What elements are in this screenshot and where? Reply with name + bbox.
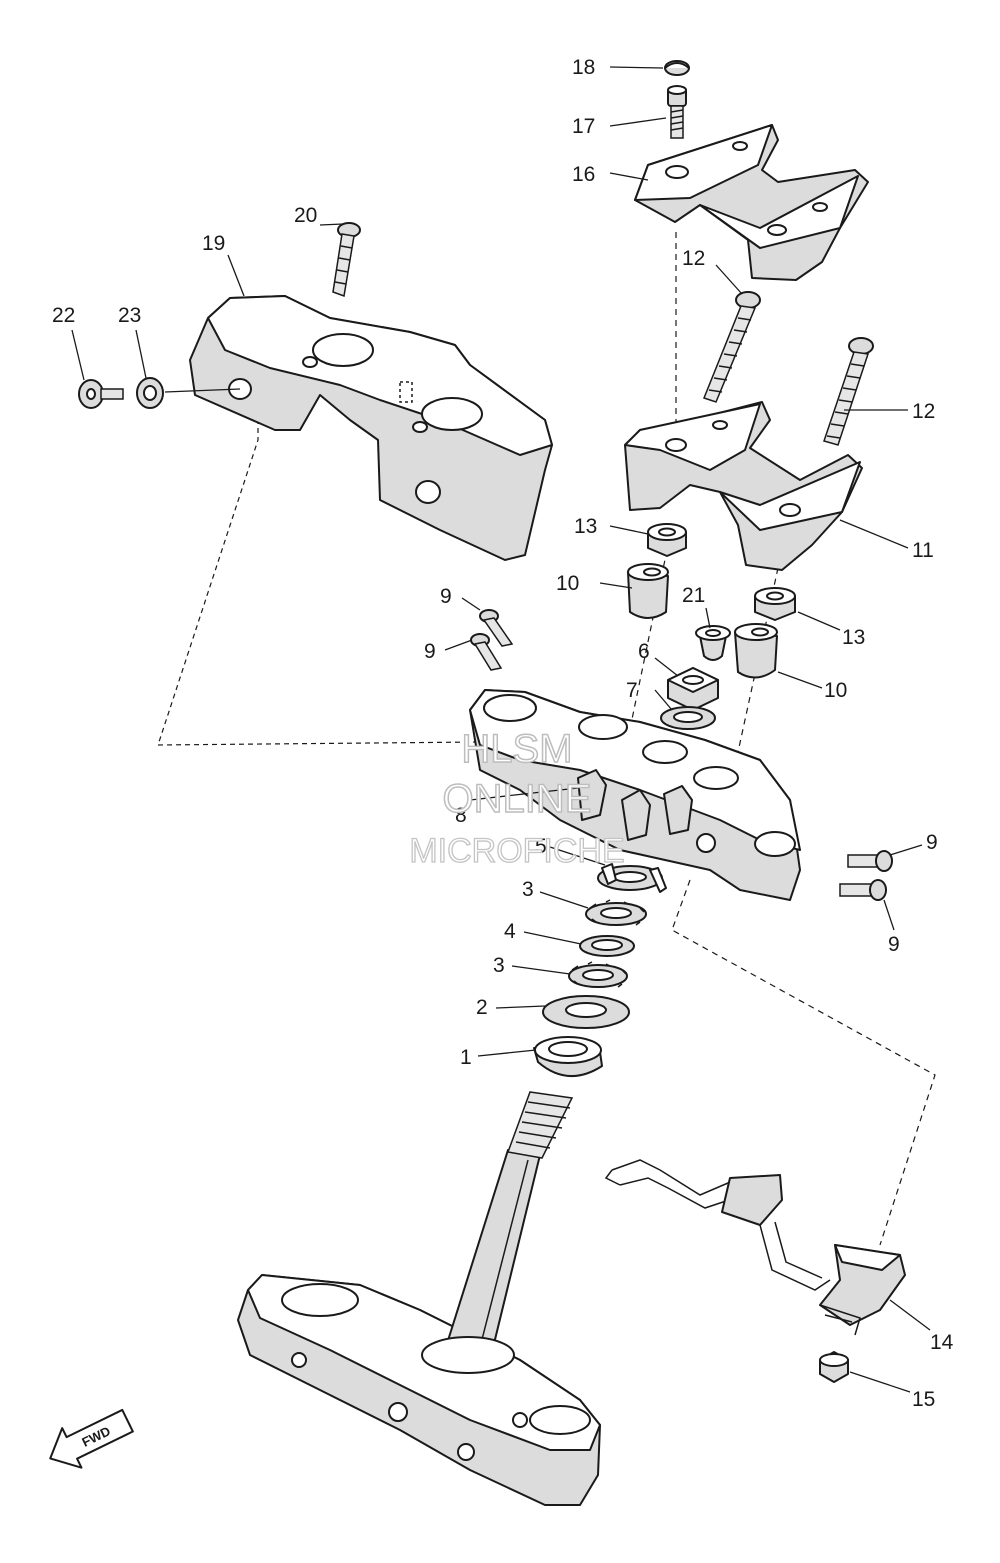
part-7-washer (660, 706, 716, 730)
part-10-damper-right (734, 623, 778, 679)
part-9-bolt-right-1 (847, 850, 893, 872)
part-3-ring-nut-upper (585, 899, 647, 926)
callout-3-upper: 3 (522, 878, 534, 901)
watermark: HLSM ONLINE MICROFICHE (409, 726, 626, 870)
part-11-handlebar-lower-holder (624, 401, 863, 571)
callout-3-lower: 3 (493, 954, 505, 977)
part-9-bolt-right-2 (839, 879, 887, 901)
callout-23: 23 (118, 304, 141, 327)
callout-15: 15 (912, 1388, 935, 1411)
callout-18: 18 (572, 56, 595, 79)
callout-8: 8 (455, 804, 467, 827)
callout-11: 11 (912, 539, 934, 562)
part-6-steering-nut (667, 667, 719, 711)
callout-19: 19 (202, 232, 225, 255)
callout-5: 5 (535, 835, 547, 858)
callout-10-left: 10 (556, 572, 579, 595)
guide-line-23 (164, 388, 241, 393)
callout-20: 20 (294, 204, 317, 227)
part-12-bolt-right (823, 337, 874, 446)
watermark-line-2: ONLINE (443, 777, 592, 821)
callout-9-right-lower: 9 (888, 933, 900, 956)
part-8-upper-bracket (469, 689, 801, 901)
part-13-nut-right (754, 587, 796, 621)
part-17-bolt (667, 85, 687, 139)
callout-labels: 18 17 16 12 12 11 13 13 10 10 21 6 7 9 9… (52, 56, 954, 1411)
part-23-washer (136, 377, 164, 409)
watermark-line-3: MICROFICHE (409, 832, 624, 870)
callout-6: 6 (638, 640, 650, 663)
part-14-hose-bracket (604, 1159, 906, 1336)
part-20-screw (332, 222, 361, 298)
part-15-nut (819, 1351, 849, 1383)
part-9-bolt-upper-2 (470, 633, 503, 671)
part-19-handle-crown-cover (189, 295, 553, 561)
part-10-damper-left (627, 563, 669, 619)
part-12-bolt-left (703, 291, 761, 403)
arrow-forward-icon (49, 1408, 134, 1469)
callout-16: 16 (572, 163, 595, 186)
callout-13-left: 13 (574, 515, 597, 538)
callout-13-right: 13 (842, 626, 865, 649)
fwd-direction-badge: FWD (49, 1408, 134, 1469)
callout-9-right-upper: 9 (926, 831, 938, 854)
part-22-bolt (78, 379, 124, 409)
part-2-dust-seal (542, 995, 630, 1029)
callout-9-mid: 9 (424, 640, 436, 663)
callout-1: 1 (460, 1046, 472, 1069)
lower-bracket-steering-stem (237, 1091, 601, 1506)
part-13-nut-left (647, 523, 687, 557)
assembly-guide-lines (157, 232, 936, 1246)
callout-12-right: 12 (912, 400, 935, 423)
part-18-cap (664, 60, 690, 76)
part-16-handlebar-upper-holder (634, 124, 869, 281)
callout-7: 7 (626, 679, 638, 702)
part-5-lock-washer (597, 863, 667, 893)
part-1-bearing (533, 1036, 603, 1078)
callout-14: 14 (930, 1331, 954, 1354)
callout-9-top: 9 (440, 585, 452, 608)
callout-21: 21 (682, 584, 705, 607)
callout-4: 4 (504, 920, 516, 943)
part-4-washer (579, 935, 635, 957)
part-3-ring-nut-lower (568, 961, 628, 988)
callout-10-right: 10 (824, 679, 847, 702)
callout-2: 2 (476, 996, 488, 1019)
part-9-bolt-upper-1 (479, 609, 514, 647)
callout-12-upper: 12 (682, 247, 705, 270)
callout-22: 22 (52, 304, 75, 327)
part-21-collar (695, 625, 731, 661)
callout-17: 17 (572, 115, 595, 138)
leader-lines (71, 66, 931, 1393)
watermark-line-1: HLSM (461, 727, 572, 771)
